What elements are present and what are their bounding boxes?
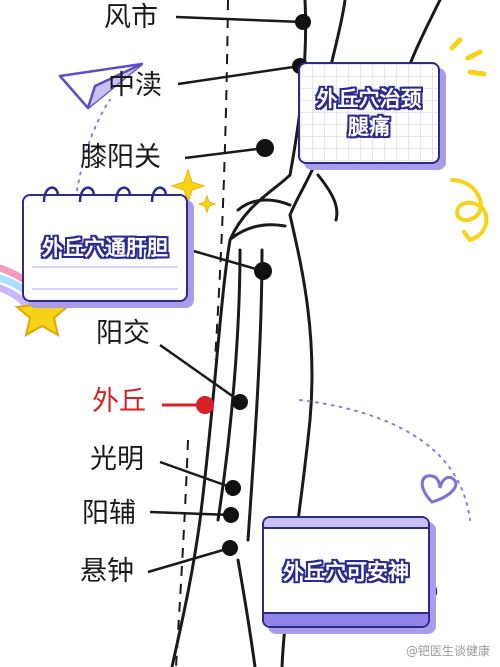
- leader-lines: [147, 15, 304, 574]
- label-yangfu: 阳辅: [82, 498, 136, 529]
- card-calm-mind: 外丘穴可安神: [262, 516, 430, 628]
- card-liver-gallbladder: 外丘穴通肝胆: [22, 194, 188, 302]
- label-xiyangguan: 膝阳关: [80, 142, 161, 173]
- acupoint-xuanzhong: [222, 540, 238, 556]
- screen-top-bar: [264, 518, 428, 529]
- heart-icon: [420, 474, 458, 504]
- card-neck-leg-pain: 外丘穴治颈腿痛: [298, 62, 440, 164]
- acupoint-guangming: [225, 480, 241, 496]
- acupoint-xiyangguan: [256, 139, 274, 157]
- acupoint-yangjiao: [232, 394, 248, 410]
- notebook-lines: [32, 266, 178, 290]
- card-neck-leg-pain-text: 外丘穴治颈腿痛: [316, 86, 422, 139]
- acupoint-liver-gallbladder: [254, 262, 272, 280]
- card-calm-mind-text: 外丘穴可安神: [283, 559, 409, 584]
- burst-icon: [449, 37, 487, 77]
- swirl-arrow-icon: [450, 178, 489, 242]
- acupoint-yangfu: [223, 507, 239, 523]
- notebook-rings: [42, 186, 168, 203]
- screen-bottom-bar: [264, 612, 428, 626]
- sparkle-icon: [170, 168, 217, 214]
- acupoint-fengshi: [295, 14, 311, 30]
- label-zhongdu: 中渎: [108, 70, 162, 101]
- acupoint-waiqiu: [196, 396, 214, 414]
- label-yangjiao: 阳交: [96, 318, 150, 349]
- paper-plane-icon: [58, 62, 144, 110]
- label-guangming: 光明: [90, 444, 144, 475]
- star-icon: [14, 287, 70, 337]
- label-xuanzhong: 悬钟: [80, 556, 134, 587]
- label-fengshi: 风市: [104, 2, 158, 33]
- watermark: @钯医生谈健康: [405, 644, 490, 658]
- label-waiqiu: 外丘: [92, 386, 146, 417]
- dashed-lines: [175, 0, 229, 667]
- card-liver-gallbladder-text: 外丘穴通肝胆: [42, 235, 168, 260]
